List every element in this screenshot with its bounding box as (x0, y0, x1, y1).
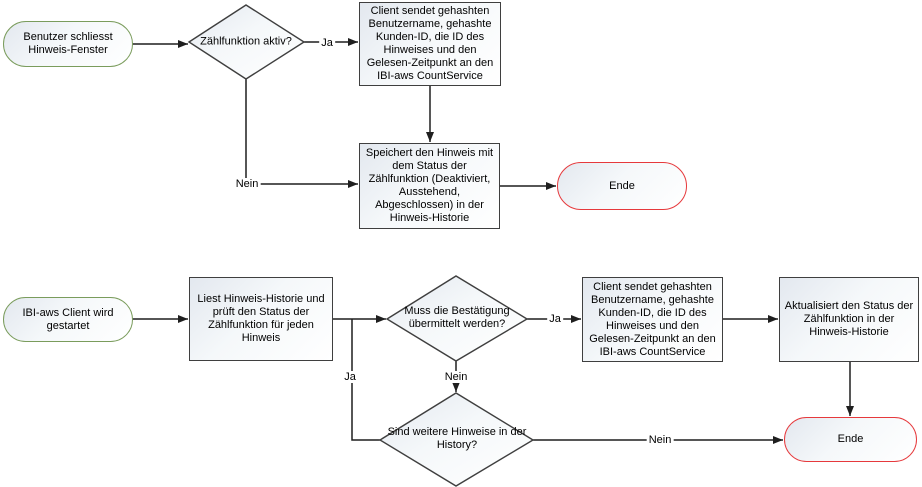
process-speichert-hinweis: Speichert den Hinweis mit dem Status der… (359, 143, 500, 229)
start2-label: IBI-aws Client wird gestartet (22, 306, 114, 332)
end2-label: Ende (837, 433, 864, 445)
start1-label: Benutzer schliesst Hinweis-Fenster (23, 31, 113, 56)
process-client-sendet-2: Client sendet gehashten Benutzername, ge… (582, 277, 723, 362)
edge-label-nein-more: Nein (646, 434, 674, 446)
process-client-sendet-1: Client sendet gehashten Benutzername, ge… (359, 2, 501, 86)
process-liest-historie-label: Liest Hinweis-Historie und prüft den Sta… (197, 293, 325, 344)
process-speichert-hinweis-label: Speichert den Hinweis mit dem Status der… (365, 147, 494, 224)
edge-label-ja-more: Ja (342, 371, 358, 383)
edge-label-nein-flow1: Nein (233, 178, 261, 190)
start-ibi-aws-client: IBI-aws Client wird gestartet (3, 297, 133, 342)
decision-zaehlfunktion-aktiv-shape (187, 4, 306, 80)
process-aktualisiert-status: Aktualisiert den Status der Zählfunktion… (779, 277, 919, 362)
process-client-sendet-2-label: Client sendet gehashten Benutzername, ge… (589, 280, 716, 358)
process-aktualisiert-status-label: Aktualisiert den Status der Zählfunktion… (784, 300, 914, 338)
start-benutzer-schliesst-hinweis: Benutzer schliesst Hinweis-Fenster (3, 21, 133, 67)
process-client-sendet-1-label: Client sendet gehashten Benutzername, ge… (366, 5, 494, 82)
edge-label-ja-flow1: Ja (319, 37, 335, 49)
edge-decision3-ja-return (351, 319, 380, 441)
edge-label-ja-transmit: Ja (547, 313, 563, 325)
process-liest-historie: Liest Hinweis-Historie und prüft den Sta… (189, 277, 333, 361)
end-node-flow1: Ende (557, 162, 687, 210)
decision-weitere-hinweise-shape (378, 392, 535, 487)
end1-label: Ende (609, 179, 635, 192)
edge-decision1-nein-to-store (245, 79, 358, 188)
edge-label-nein-transmit: Nein (442, 371, 470, 383)
end-node-flow2: Ende (784, 417, 917, 462)
decision-bestaetigung-uebermitteln-shape (385, 275, 529, 362)
